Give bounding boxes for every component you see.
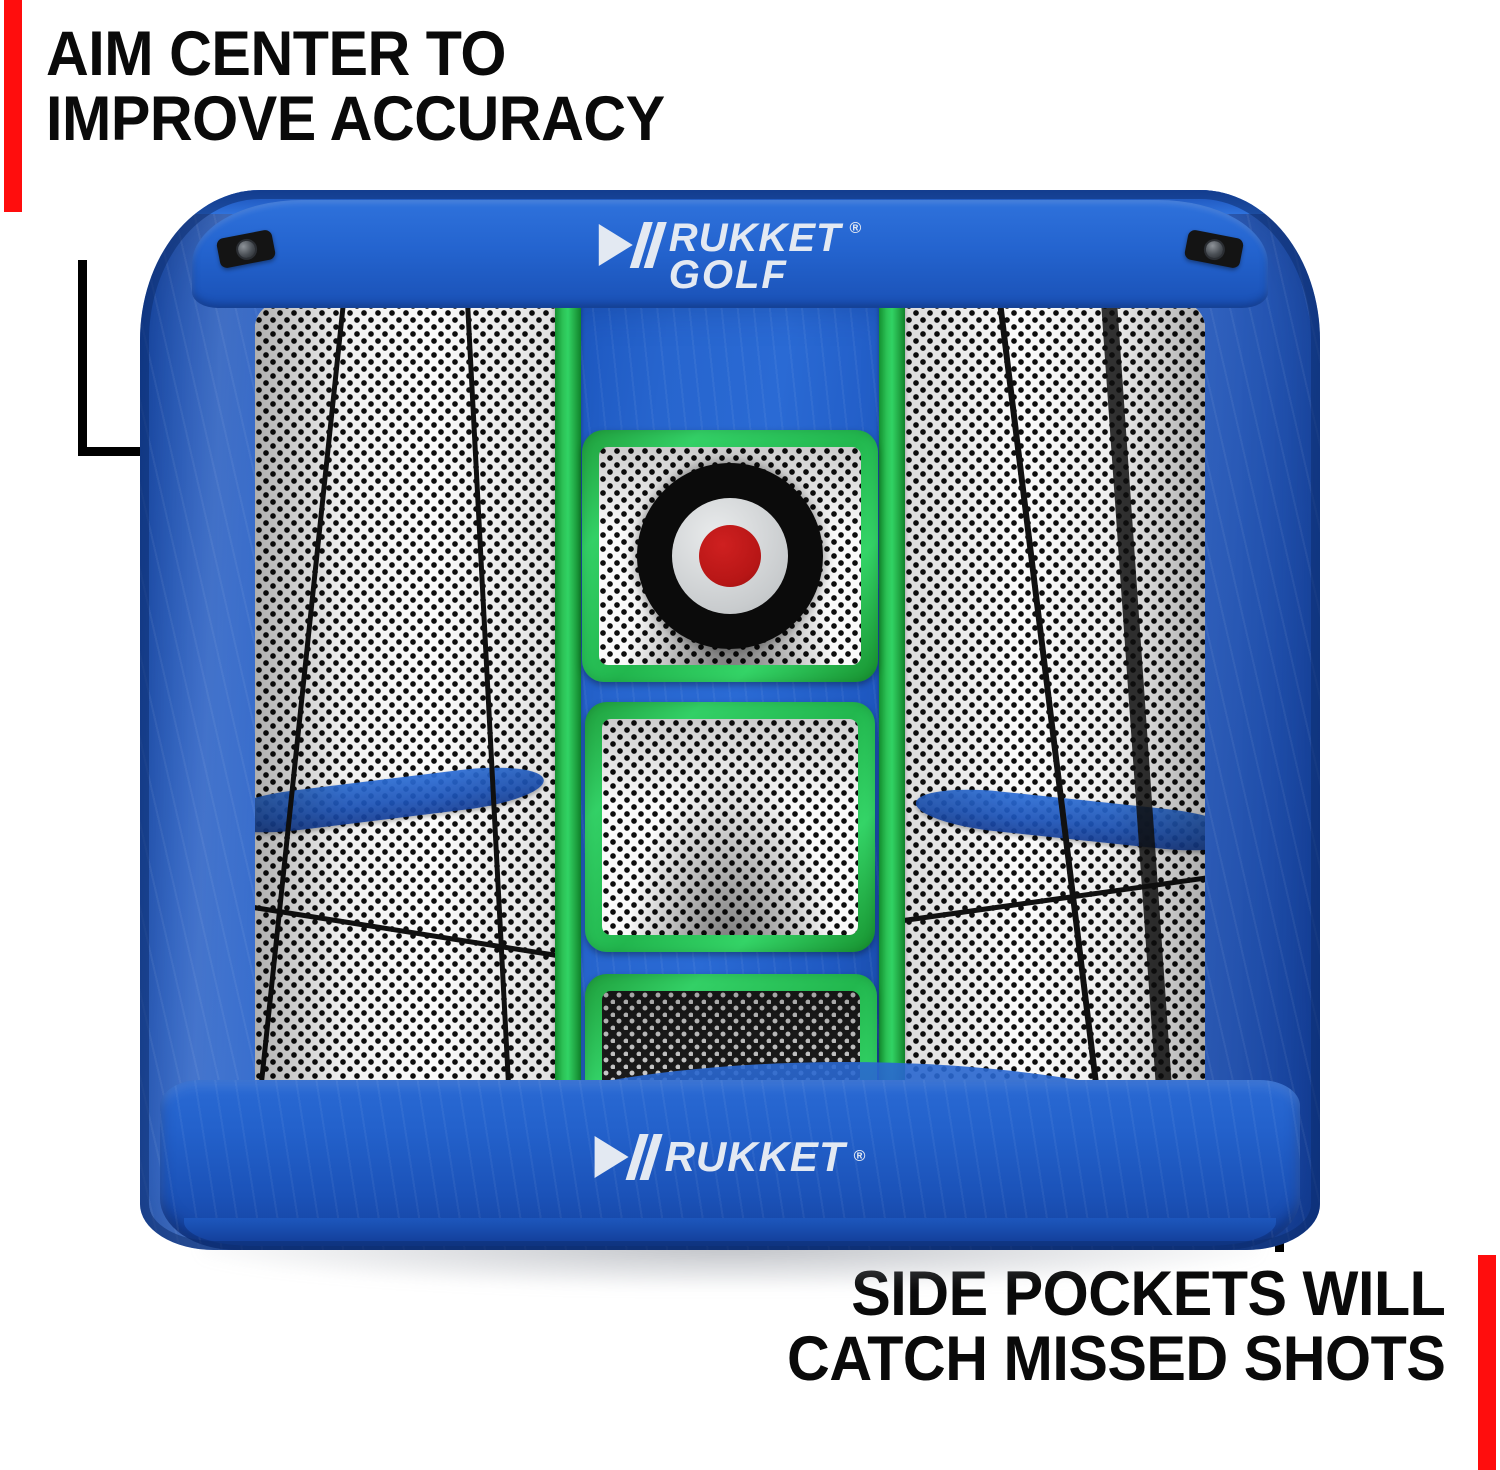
bullseye-middle-ring bbox=[672, 498, 788, 614]
top-header-band: RUKKET GOLF ® bbox=[192, 200, 1268, 308]
target-pocket bbox=[582, 430, 878, 682]
rukket-wordmark: RUKKET bbox=[668, 216, 842, 260]
rukket-arrow-mark-icon bbox=[598, 220, 667, 270]
aim-center-callout-text: AIM CENTER TO IMPROVE ACCURACY bbox=[46, 19, 665, 154]
right-green-stripe bbox=[879, 302, 905, 1182]
net-outer-frame: RUKKET GOLF ® RUKKET ® bbox=[140, 190, 1320, 1250]
left-accent-bar bbox=[4, 0, 22, 212]
bullseye-center-dot bbox=[699, 525, 761, 587]
rukket-arrow-mark-icon-bottom bbox=[594, 1132, 663, 1182]
aim-center-leader-line-vertical bbox=[78, 260, 87, 456]
right-accent-bar bbox=[1478, 1255, 1496, 1470]
side-pockets-callout-text: SIDE POCKETS WILL CATCH MISSED SHOTS bbox=[786, 1259, 1446, 1394]
target-pocket-opening bbox=[599, 447, 861, 665]
right-wing-shading bbox=[905, 302, 1205, 1182]
registered-trademark-symbol-top: ® bbox=[849, 220, 862, 237]
rukket-wordmark-bottom: RUKKET bbox=[664, 1133, 846, 1180]
golf-wordmark: GOLF bbox=[668, 252, 788, 297]
left-wing-shading bbox=[255, 302, 555, 1182]
middle-pocket-opening bbox=[602, 719, 858, 935]
left-green-stripe bbox=[555, 302, 581, 1182]
golf-chipping-net-product: RUKKET GOLF ® RUKKET ® bbox=[140, 190, 1320, 1288]
rukket-logo-bottom: RUKKET ® bbox=[594, 1132, 866, 1182]
registered-trademark-symbol-bottom: ® bbox=[853, 1148, 866, 1165]
frame-outer-rim bbox=[140, 190, 1320, 1250]
net-interior bbox=[255, 302, 1205, 1182]
middle-pocket-shading bbox=[602, 719, 858, 935]
right-net-wing bbox=[905, 302, 1205, 1182]
middle-pocket bbox=[585, 702, 875, 952]
rukket-golf-logo: RUKKET GOLF ® bbox=[598, 216, 862, 297]
bottom-base-band: RUKKET ® bbox=[160, 1080, 1300, 1250]
left-net-wing bbox=[255, 302, 555, 1182]
center-target-bullseye bbox=[637, 463, 823, 649]
